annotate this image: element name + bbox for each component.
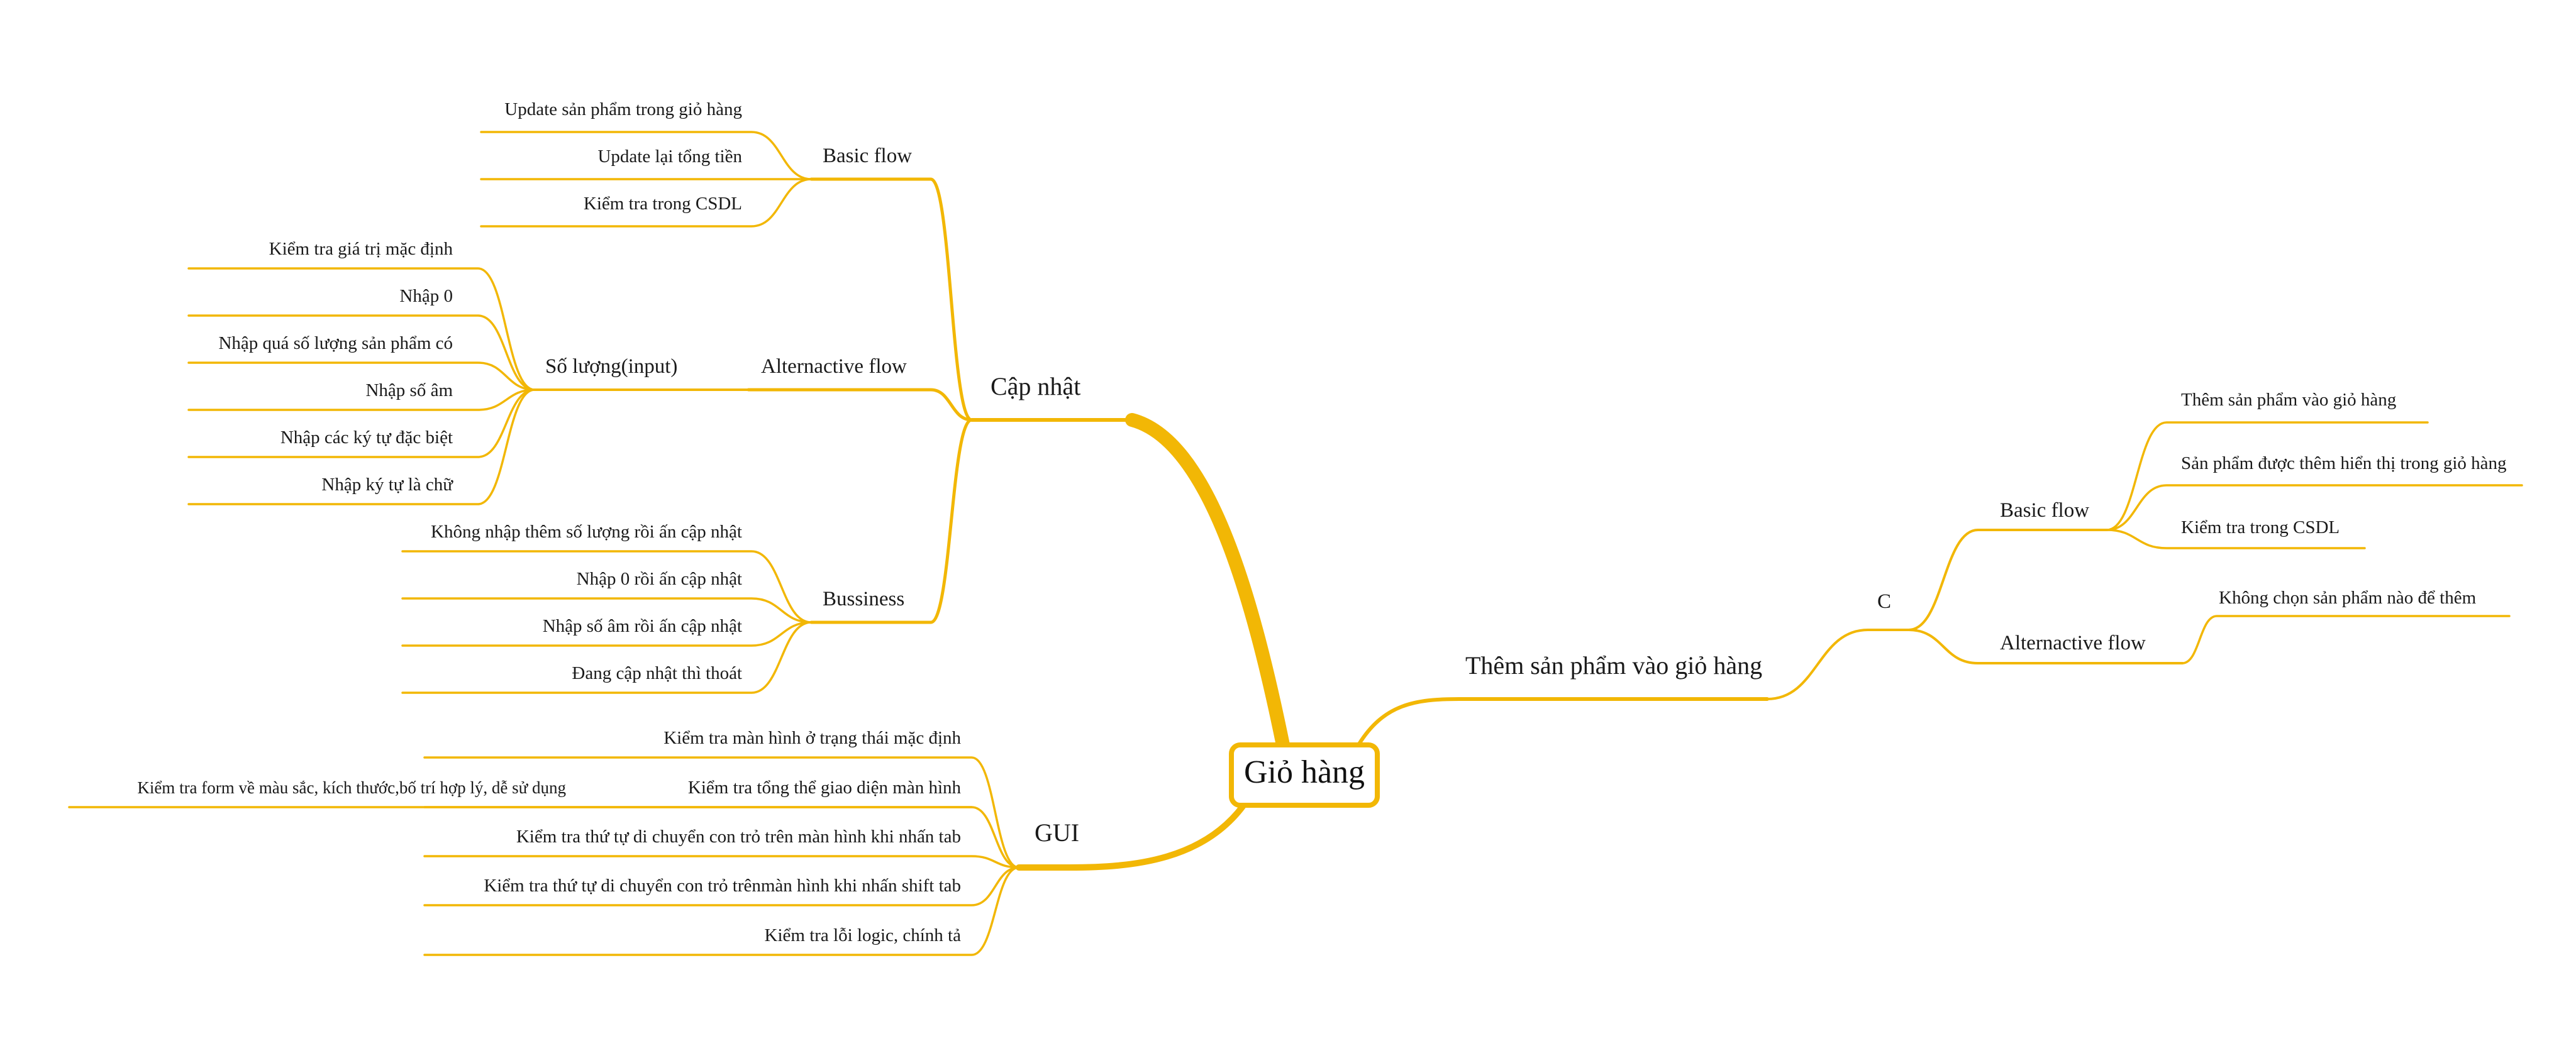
link-them-basic-leaf-0 [2106,421,2429,531]
root-node-box [1229,742,1380,808]
link-them-basic-leaf-1 [2106,484,2523,531]
cap-nhat-alternative-flow[interactable]: Alternactive flow [761,355,907,378]
cap-nhat-basic-flow[interactable]: Basic flow [823,145,912,167]
cap-nhat-bussiness[interactable]: Bussiness [823,588,904,610]
root-label: Giỏ hàng [1244,754,1365,790]
link-so-luong-leaf-4 [187,388,536,458]
link-so-luong-leaf-0 [187,267,536,391]
list-item[interactable]: Không chọn sản phẩm nào để thêm [2219,588,2477,608]
link-so-luong-leaf-1 [187,314,536,391]
link-so-luong-leaf-3 [187,388,536,411]
link-so-luong-leaf-2 [187,361,536,391]
so-luong-input[interactable]: Số lượng(input) [545,355,677,378]
link-bussiness-leaf-2 [401,621,813,647]
list-item[interactable]: Kiểm tra trong CSDL [2181,517,2340,537]
list-item[interactable]: Kiểm tra màn hình ở trạng thái mặc định [663,728,961,748]
link-root-gui [1016,795,1252,871]
link-bussiness [809,418,974,624]
link-gui-leaf-4 [423,866,1020,956]
list-item[interactable]: Nhập 0 [399,286,453,306]
list-item[interactable]: Update lại tổng tiền [597,146,742,167]
list-item[interactable]: Thêm sản phẩm vào giỏ hàng [2181,390,2396,410]
list-item[interactable]: Nhập số âm rồi ấn cập nhật [543,616,742,636]
link-gui-leaf-0 [423,756,1020,869]
link-bussiness-leaf-0 [401,550,813,624]
list-item[interactable]: Không nhập thêm số lượng rồi ấn cập nhật [431,522,742,542]
link-basic-leaf-0 [480,131,813,180]
list-item[interactable]: Nhập quá số lượng sản phẩm có [218,333,453,353]
them-alternative-flow[interactable]: Alternactive flow [2000,632,2146,654]
link-gui-leaf-2 [423,855,1020,869]
node-c[interactable]: C [1877,590,1891,613]
list-item[interactable]: Đang cập nhật thì thoát [572,663,742,683]
link-them-basic-leaf-2 [2106,529,2366,549]
link-bussiness-leaf-3 [401,621,813,694]
gui-form-check[interactable]: Kiểm tra form về màu sắc, kích thước,bố … [137,778,566,797]
list-item[interactable]: Nhập các ký tự đặc biệt [280,427,453,448]
connector-lines [68,131,2523,956]
list-item[interactable]: Kiểm tra trong CSDL [584,194,742,214]
root-node[interactable]: Giỏ hàng [1229,742,1380,808]
list-item[interactable]: Kiểm tra tổng thể giao diện màn hình [688,778,962,798]
link-them-alternative [1907,629,2184,664]
list-item[interactable]: Nhập ký tự là chữ [321,475,453,495]
link-them-alt-leaf-0 [2181,615,2511,664]
list-item[interactable]: Nhập số âm [365,380,453,400]
branch-gui[interactable]: GUI [1035,818,1079,847]
link-root-cap-nhat [1125,413,1290,752]
list-item[interactable]: Kiểm tra thứ tự di chuyển con trỏ trên m… [516,827,961,847]
list-item[interactable]: Sản phẩm được thêm hiển thị trong giỏ hà… [2181,453,2507,473]
link-root-them [1357,697,1769,747]
link-bussiness-leaf-1 [401,597,813,624]
branch-cap-nhat[interactable]: Cập nhật [991,372,1080,400]
list-item[interactable]: Kiểm tra lỗi logic, chính tả [765,925,962,945]
branch-them-san-pham[interactable]: Thêm sản phẩm vào giỏ hàng [1465,651,1762,680]
link-gui-leaf-3 [423,866,1020,906]
list-item[interactable]: Update sản phẩm trong giỏ hàng [504,99,742,119]
link-basic-leaf-2 [480,178,813,228]
link-gui-leaf-1 [423,806,1020,869]
link-alternative-flow [747,388,974,422]
list-item[interactable]: Nhập 0 rồi ấn cập nhật [577,569,742,589]
link-so-luong-leaf-5 [187,388,536,505]
them-basic-flow[interactable]: Basic flow [2000,499,2089,522]
list-item[interactable]: Kiểm tra giá trị mặc định [269,239,453,259]
list-item[interactable]: Kiểm tra thứ tự di chuyển con trỏ trênmà… [484,876,961,896]
link-c [1766,629,1910,700]
link-basic-flow [809,177,974,422]
link-them-basic [1907,529,2108,631]
